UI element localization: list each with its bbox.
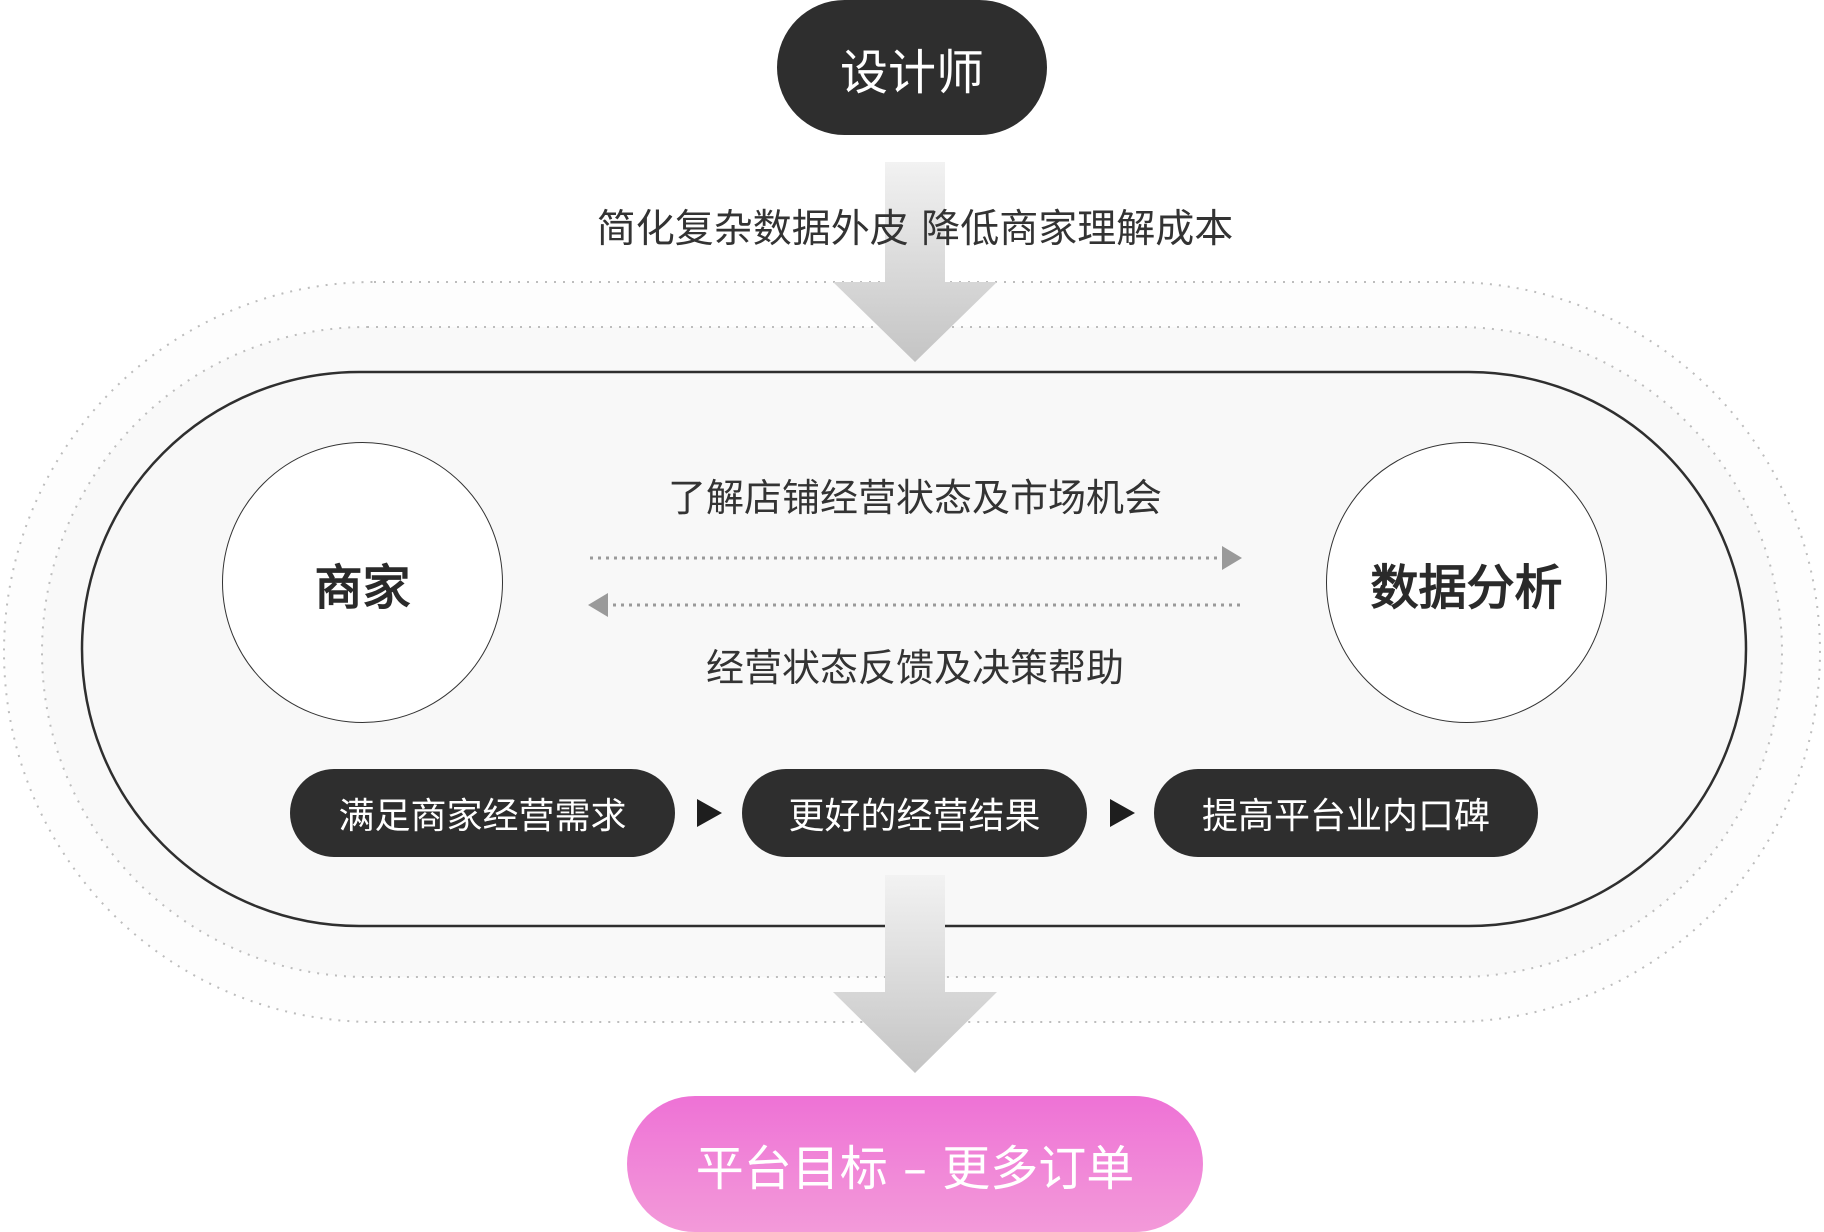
merchant-node: 商家 xyxy=(222,442,503,723)
top-caption: 简化复杂数据外皮 降低商家理解成本 xyxy=(515,202,1315,258)
step-pill-1: 满足商家经营需求 xyxy=(290,769,675,857)
merchant-label: 商家 xyxy=(314,559,411,616)
backward-flow-text: 经营状态反馈及决策帮助 xyxy=(705,646,1124,690)
top-down-arrow xyxy=(833,162,997,362)
step-arrow-2 xyxy=(1110,799,1135,827)
data-analysis-node: 数据分析 xyxy=(1326,442,1607,723)
backward-flow-arrowhead xyxy=(588,593,608,617)
designer-label: 设计师 xyxy=(839,44,984,101)
data-analysis-label: 数据分析 xyxy=(1370,559,1563,616)
forward-flow-text: 了解店铺经营状态及市场机会 xyxy=(667,476,1162,520)
step-label-1: 满足商家经营需求 xyxy=(338,796,627,837)
step-label-2: 更好的经营结果 xyxy=(788,796,1041,837)
forward-flow-caption: 了解店铺经营状态及市场机会 xyxy=(565,470,1265,526)
step-label-3: 提高平台业内口碑 xyxy=(1201,796,1490,837)
step-arrow-1 xyxy=(697,799,722,827)
backward-flow-caption: 经营状态反馈及决策帮助 xyxy=(565,640,1265,696)
forward-flow-arrowhead xyxy=(1222,546,1242,570)
platform-goal-pill: 平台目标 – 更多订单 xyxy=(627,1096,1203,1232)
designer-pill: 设计师 xyxy=(777,0,1047,135)
bottom-down-arrow xyxy=(833,875,997,1073)
step-pill-2: 更好的经营结果 xyxy=(742,769,1087,857)
step-pill-3: 提高平台业内口碑 xyxy=(1154,769,1538,857)
top-caption-text: 简化复杂数据外皮 降低商家理解成本 xyxy=(596,207,1234,252)
platform-goal-label: 平台目标 – 更多订单 xyxy=(695,1141,1135,1197)
